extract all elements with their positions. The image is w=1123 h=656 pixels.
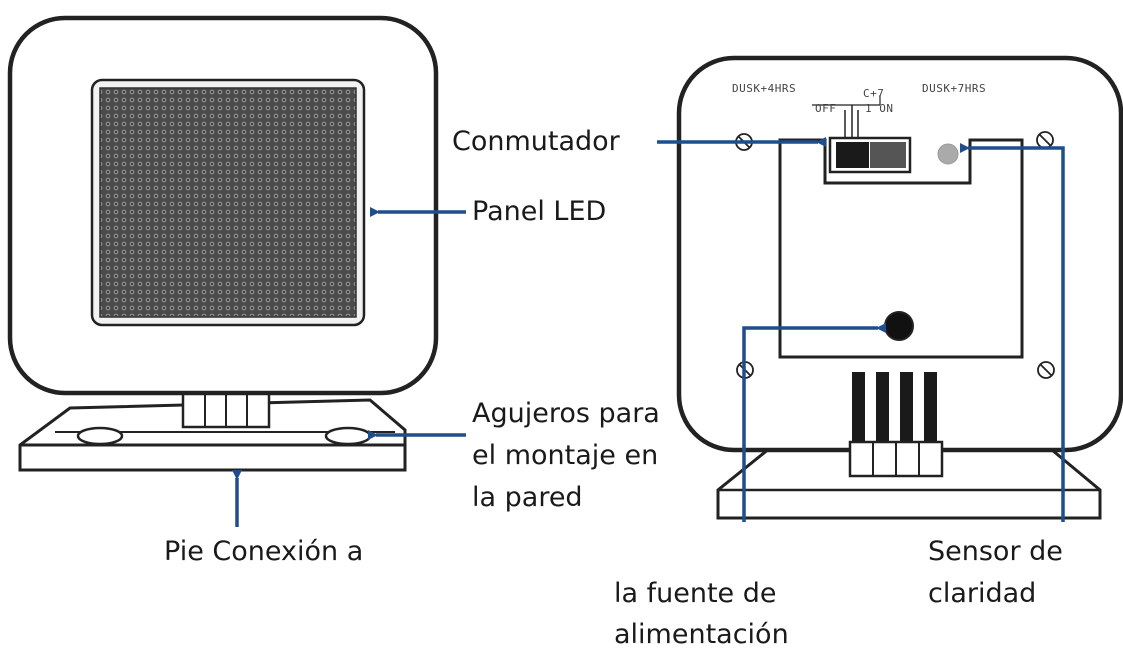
mark-off: OFF bbox=[815, 102, 836, 115]
arrow-sensor bbox=[960, 143, 1065, 522]
power-jack bbox=[884, 311, 914, 341]
mark-on: 1 ON bbox=[865, 102, 894, 115]
front-base bbox=[18, 383, 407, 472]
arrow-fuente bbox=[742, 323, 886, 522]
label-fuente-1: la fuente de bbox=[614, 578, 777, 609]
mark-mid-top: C+7 bbox=[863, 87, 884, 100]
front-device bbox=[7, 15, 439, 472]
label-pie: Pie Conexión a bbox=[164, 536, 364, 567]
label-fuente-2: alimentación bbox=[614, 619, 789, 650]
mark-right-top: DUSK+7HRS bbox=[922, 82, 986, 95]
label-conmutador: Conmutador bbox=[452, 126, 620, 157]
back-neck-ribs bbox=[848, 372, 944, 478]
callout-arrows bbox=[232, 137, 1065, 527]
mark-left-top: DUSK+4HRS bbox=[732, 82, 796, 95]
label-panel-led: Panel LED bbox=[472, 196, 607, 227]
label-agujeros-3: la pared bbox=[472, 482, 583, 513]
label-sensor-2: claridad bbox=[928, 578, 1037, 609]
back-device: DUSK+4HRS DUSK+7HRS C+7 OFF 1 ON bbox=[676, 55, 1123, 520]
screws bbox=[735, 131, 1055, 379]
label-sensor-1: Sensor de bbox=[928, 536, 1063, 567]
label-agujeros-2: el montaje en bbox=[472, 440, 659, 471]
label-agujeros-1: Agujeros para bbox=[472, 398, 660, 429]
light-sensor bbox=[937, 143, 959, 165]
